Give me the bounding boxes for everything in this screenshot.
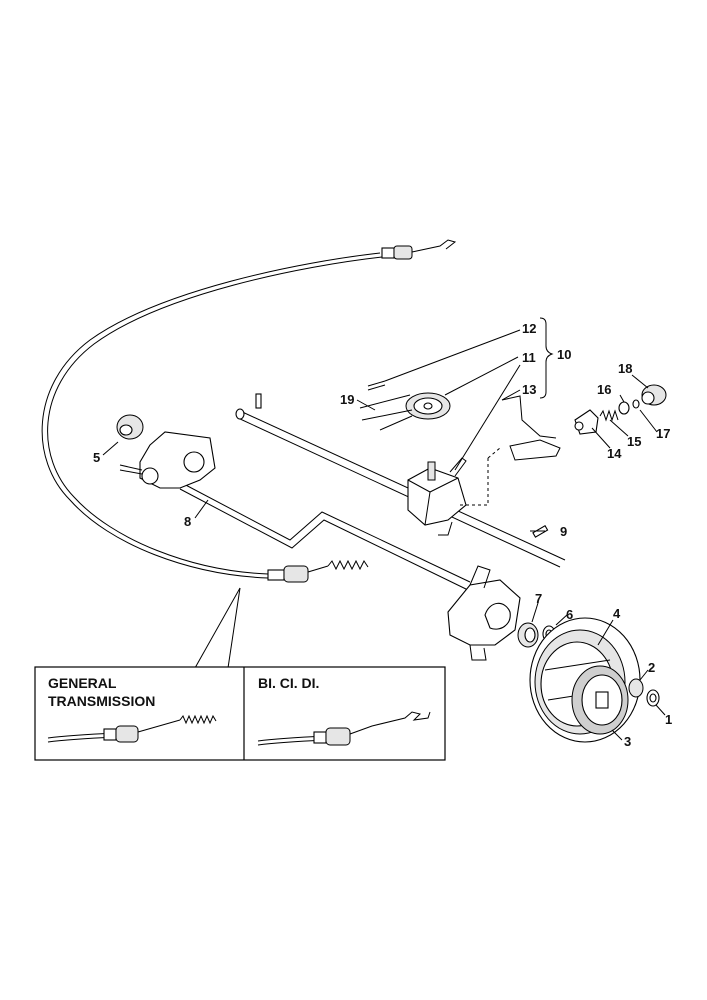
callout-18: 18 [618, 361, 632, 376]
general-transmission-cable [47, 714, 217, 743]
callout-19: 19 [340, 392, 354, 407]
callout-6: 6 [566, 607, 573, 622]
control-cable [41, 239, 457, 669]
left-lever-bracket [119, 431, 216, 489]
callout-15: 15 [627, 434, 641, 449]
callout-1: 1 [665, 712, 672, 727]
inset-title-general-line2: TRANSMISSION [48, 693, 155, 709]
shaft-pin-top [255, 393, 262, 409]
spring-wire-13 [501, 395, 561, 461]
pinion-2 [628, 678, 644, 698]
cable-top-ferrule [381, 247, 395, 259]
callout-3: 3 [624, 734, 631, 749]
cable-lower-adjuster [283, 565, 309, 583]
washer-17 [632, 399, 640, 409]
cable-top-adjuster [393, 245, 413, 260]
callout-13: 13 [522, 382, 536, 397]
right-lever-bracket [447, 565, 521, 661]
callout-labels: 1 2 3 4 5 6 7 8 9 10 11 12 13 14 15 16 1… [93, 321, 672, 749]
washer-16 [618, 401, 630, 415]
inset-title-general-line1: GENERAL [48, 675, 117, 691]
callout-5: 5 [93, 450, 100, 465]
leader-lines [102, 317, 666, 741]
pulley-belt [359, 380, 451, 431]
callout-2: 2 [648, 660, 655, 675]
callout-16: 16 [597, 382, 611, 397]
cable-variants-inset: GENERAL TRANSMISSION BI. CI. DI. [34, 666, 446, 761]
callout-14: 14 [607, 446, 622, 461]
inset-frame [34, 666, 446, 761]
cable-lower-ferrule [267, 569, 285, 581]
control-rod [179, 481, 471, 591]
callout-4: 4 [613, 606, 621, 621]
callout-9: 9 [560, 524, 567, 539]
callout-7: 7 [535, 591, 542, 606]
drive-shaft [235, 393, 566, 568]
callout-17: 17 [656, 426, 670, 441]
wheel-hub-gear [529, 617, 660, 743]
callout-12: 12 [522, 321, 536, 336]
callout-11: 11 [522, 350, 536, 365]
gearbox [407, 457, 467, 536]
bushing-5 [116, 414, 144, 440]
inset-title-bicidi: BI. CI. DI. [258, 675, 319, 691]
bicidi-cable [257, 711, 431, 746]
callout-10: 10 [557, 347, 571, 362]
spring-15 [599, 409, 619, 422]
gearbox-input-shaft [427, 461, 436, 481]
callout-8: 8 [184, 514, 191, 529]
right-hardware [574, 384, 667, 435]
